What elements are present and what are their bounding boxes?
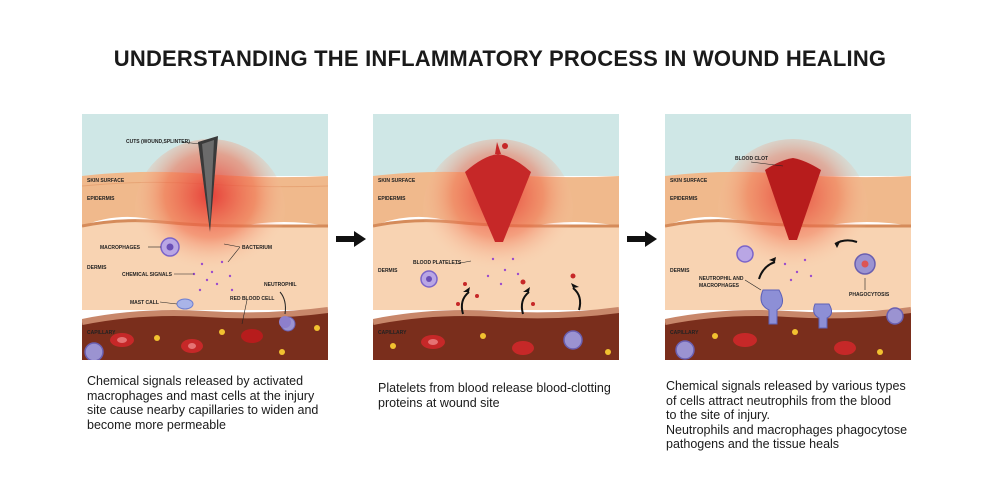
caption-panel-3: Chemical signals released by various typ…: [666, 379, 936, 452]
caption-line: of cells attract neutrophils from the bl…: [666, 393, 892, 408]
panel-injury: CUTS (WOUND,SPLINTER) SKIN SURFACE EPIDE…: [82, 114, 328, 360]
panel-platelets: SKIN SURFACE EPIDERMIS DERMIS BLOOD PLAT…: [373, 114, 619, 360]
label-mast-call: MAST CALL: [130, 300, 159, 306]
page-title: UNDERSTANDING THE INFLAMMATORY PROCESS I…: [113, 46, 887, 71]
caption-line: macrophages and mast cells at the injury: [87, 388, 315, 403]
mast-cell-icon: [176, 298, 194, 310]
caption-line: become more permeable: [87, 417, 226, 432]
label-skin-surface: SKIN SURFACE: [378, 178, 416, 184]
caption-line: Platelets from blood release blood-clott…: [378, 381, 611, 395]
label-neutrophil: NEUTROPHIL: [264, 282, 297, 288]
neutrophil-icon: [760, 289, 783, 325]
caption-line: Neutrophils and macrophages phagocytose: [666, 422, 908, 437]
caption-line: to the site of injury.: [666, 408, 770, 422]
caption-line: pathogens and the tissue heals: [666, 437, 840, 451]
label-skin-surface: SKIN SURFACE: [670, 178, 708, 184]
label-bacterium: BACTERIUM: [242, 245, 272, 251]
label-epidermis: EPIDERMIS: [87, 196, 115, 202]
caption-line: Chemical signals released by various typ…: [666, 379, 906, 393]
label-phagocytosis: PHAGOCYTOSIS: [849, 292, 890, 298]
label-chemical-signals: CHEMICAL SIGNALS: [122, 272, 173, 278]
label-dermis: DERMIS: [87, 265, 107, 271]
label-capillary: CAPILLARY: [670, 330, 699, 336]
label-blood-clot: BLOOD CLOT: [735, 156, 768, 162]
caption-panel-1: Chemical signals released by activated m…: [87, 374, 337, 432]
caption-line: site cause nearby capillaries to widen a…: [87, 403, 319, 417]
label-skin-surface: SKIN SURFACE: [87, 178, 125, 184]
label-dermis: DERMIS: [378, 268, 398, 274]
arrow-right-icon: [336, 231, 366, 247]
blood-clot-icon: [765, 158, 821, 240]
caption-line: proteins at wound site: [378, 395, 500, 410]
arrow-right-icon: [627, 231, 657, 247]
wound-icon: [465, 154, 531, 242]
label-epidermis: EPIDERMIS: [378, 196, 406, 202]
label-cuts: CUTS (WOUND,SPLINTER): [126, 139, 190, 145]
capillary: [82, 310, 328, 360]
neutrophil-icon: [279, 316, 291, 328]
label-macrophages: MACROPHAGES: [100, 245, 141, 251]
label-neutrophil-macrophages-2: MACROPHAGES: [699, 283, 740, 289]
label-capillary: CAPILLARY: [87, 330, 116, 336]
label-epidermis: EPIDERMIS: [670, 196, 698, 202]
panel-healing: BLOOD CLOT SKIN SURFACE EPIDERMIS DERMIS…: [665, 114, 911, 360]
caption-line: Chemical signals released by activated: [87, 374, 304, 388]
label-blood-platelets: BLOOD PLATELETS: [413, 260, 462, 266]
label-dermis: DERMIS: [670, 268, 690, 274]
label-neutrophil-macrophages: NEUTROPHIL AND: [699, 276, 744, 282]
label-capillary: CAPILLARY: [378, 330, 407, 336]
caption-panel-2: Platelets from blood release blood-clott…: [378, 381, 633, 410]
label-red-blood-cell: RED BLOOD CELL: [230, 296, 274, 302]
